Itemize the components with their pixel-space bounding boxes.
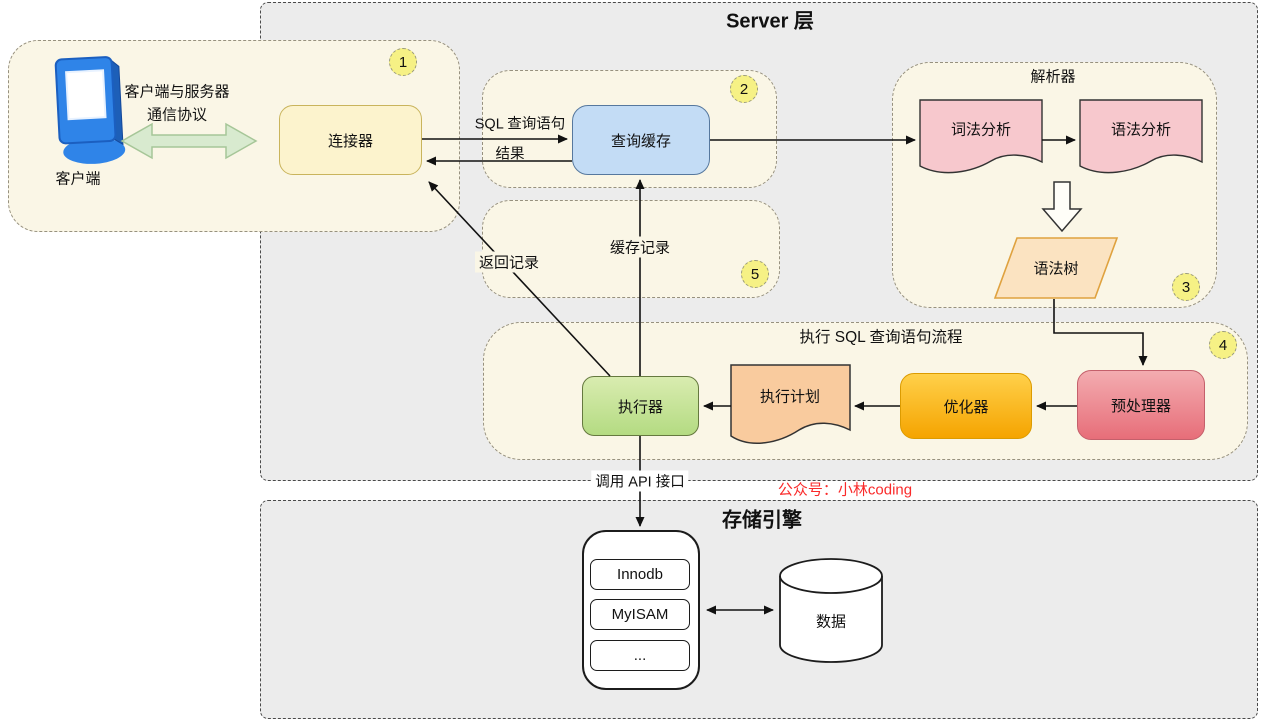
exec-flow-title: 执行 SQL 查询语句流程 [799, 329, 963, 346]
parser-title: 解析器 [1030, 68, 1076, 86]
watermark-label: 公众号：小林coding [777, 481, 913, 499]
data-label: 数据 [815, 613, 847, 631]
engine-item-more: ... [590, 640, 690, 671]
connector-node: 连接器 [279, 105, 422, 175]
query-cache-node: 查询缓存 [572, 105, 710, 175]
lexical-label: 词法分析 [950, 121, 1012, 139]
cache-record-label: 缓存记录 [605, 236, 675, 258]
edge-label-result: 结果 [495, 146, 525, 163]
badge-1: 1 [389, 48, 417, 76]
badge-5: 5 [741, 260, 769, 288]
return-record-label: 返回记录 [474, 251, 544, 273]
call-api-label: 调用 API 接口 [591, 470, 689, 492]
edge-label-sql-query: SQL 查询语句 [474, 116, 566, 133]
engine-item-myisam: MyISAM [590, 599, 690, 630]
badge-3: 3 [1172, 273, 1200, 301]
protocol-label-line1: 客户端与服务器 [124, 83, 230, 101]
badge-4: 4 [1209, 331, 1237, 359]
engine-item-innodb: Innodb [590, 559, 690, 590]
executor-node: 执行器 [582, 376, 699, 436]
storage-engine-container [260, 500, 1258, 719]
optimizer-node: 优化器 [900, 373, 1032, 439]
preprocessor-node: 预处理器 [1077, 370, 1205, 440]
syntax-tree-label: 语法树 [1033, 260, 1079, 278]
server-layer-title: Server 层 [726, 10, 814, 33]
syntax-label: 语法分析 [1110, 121, 1172, 139]
storage-layer-title: 存储引擎 [722, 509, 802, 532]
protocol-label-line2: 通信协议 [146, 106, 208, 124]
badge-2: 2 [730, 75, 758, 103]
client-label: 客户端 [55, 170, 101, 188]
exec-plan-label: 执行计划 [759, 388, 821, 406]
